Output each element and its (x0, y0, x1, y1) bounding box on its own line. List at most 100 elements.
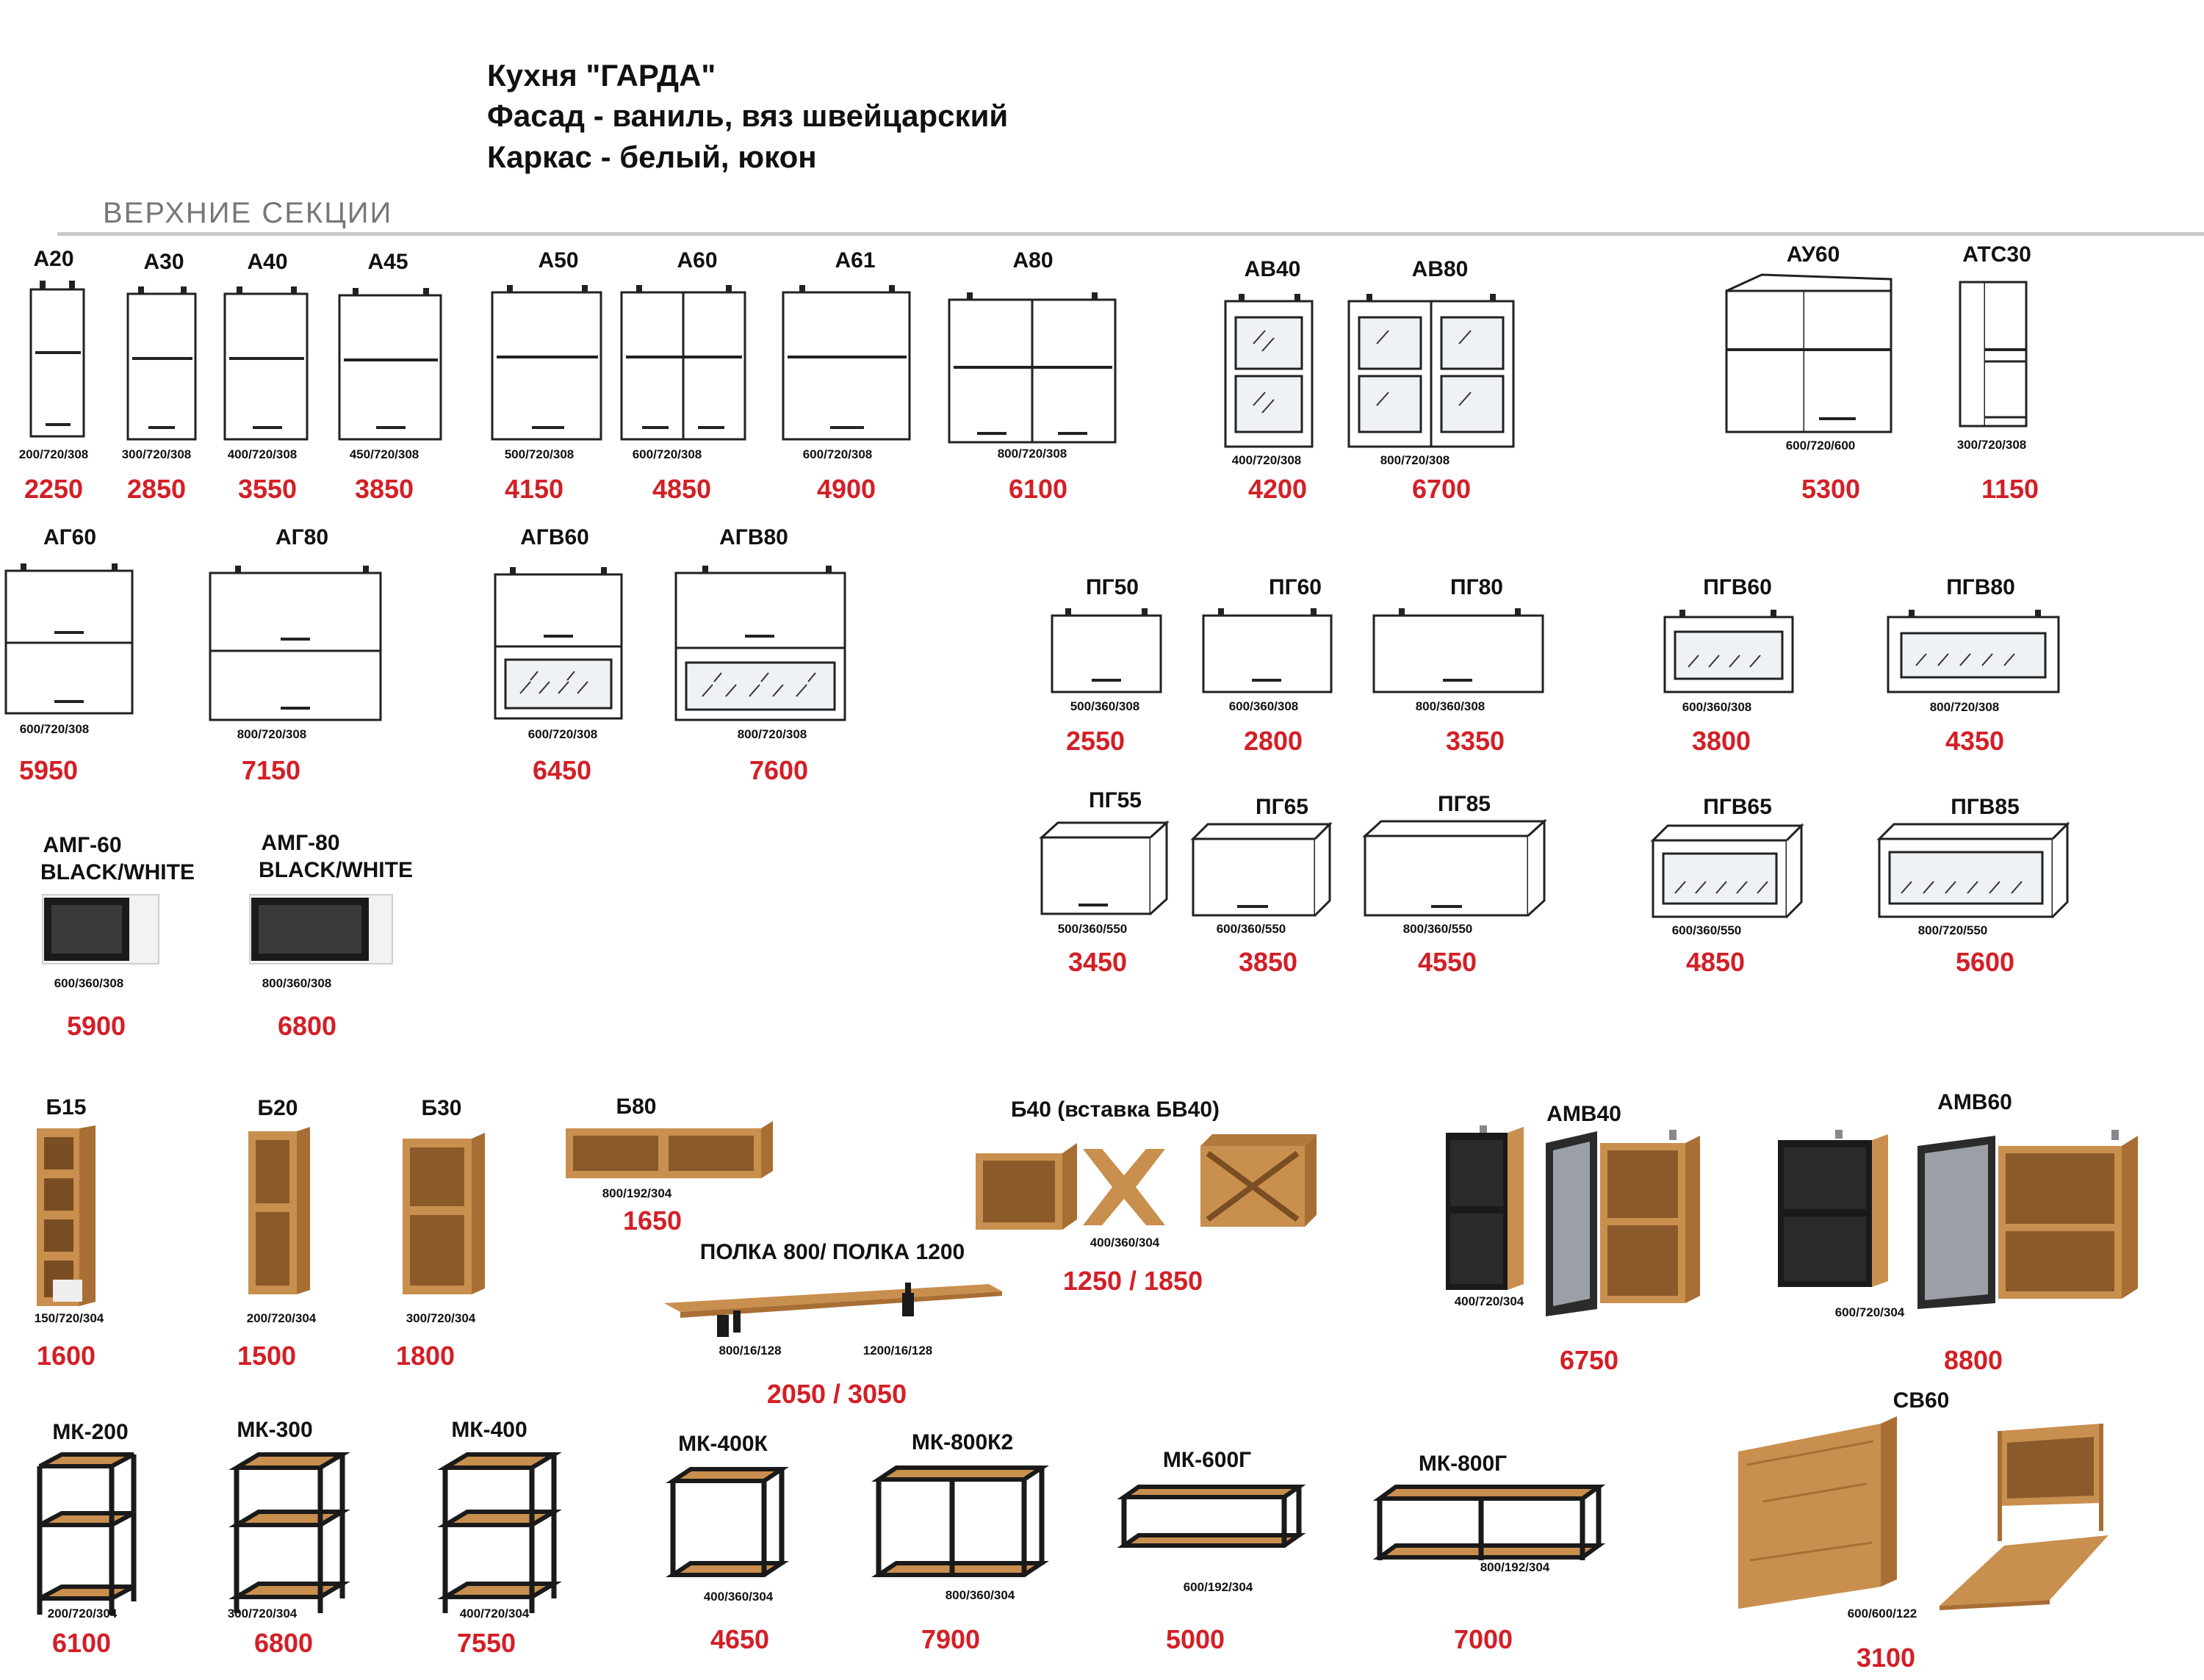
item-name: АВ40 (1244, 257, 1301, 281)
item-price: 5300 (1801, 474, 1861, 504)
item-price: 5950 (18, 755, 79, 785)
item-dims: 400/720/304 (459, 1607, 530, 1620)
item-price: 3800 (1691, 726, 1751, 756)
item-price: 3850 (1238, 947, 1298, 977)
item-name: ПГВ65 (1703, 795, 1772, 819)
item-dims: 800/720/308 (1380, 453, 1450, 467)
cabinet-ag80-drawing (209, 566, 382, 721)
item-dims: 600/360/308 (1682, 700, 1752, 714)
shelf-b80-drawing (566, 1121, 773, 1178)
cabinet-a60-drawing (620, 285, 746, 441)
item-price: 3100 (1856, 1643, 1916, 1673)
item-price: 6700 (1411, 474, 1472, 504)
item-price: 1500 (237, 1341, 297, 1371)
item-dims: 400/720/304 (1454, 1294, 1524, 1308)
item-name: АГ80 (275, 525, 329, 549)
item-price: 4350 (1945, 726, 2005, 756)
item-name: АГВ60 (520, 525, 589, 549)
item-price: 4200 (1247, 474, 1308, 504)
item-name: ПГВ85 (1951, 795, 2020, 819)
item-name: МК-200 (52, 1420, 129, 1444)
item-name: ПГ60 (1269, 575, 1322, 599)
item-name: А45 (367, 250, 408, 274)
cabinet-pg85-drawing (1362, 818, 1547, 917)
frame-mk200-drawing (37, 1452, 137, 1615)
item-dims: 800/720/550 (1917, 923, 1988, 937)
item-price: 1150 (1981, 474, 2039, 504)
item-price: 4850 (652, 474, 712, 504)
item-dims: 800/720/308 (237, 727, 307, 741)
item-price: 7150 (241, 755, 301, 785)
item-dims: 800/720/308 (997, 447, 1067, 461)
item-name: АМВ40 (1546, 1102, 1621, 1126)
item-dims-secondary: 1200/16/128 (862, 1344, 933, 1358)
item-dims: 600/360/308 (54, 976, 124, 990)
item-dims: 800/360/308 (262, 976, 332, 990)
item-name: ПГВ80 (1946, 575, 2015, 599)
cabinet-pgv60-drawing (1663, 610, 1794, 693)
item-price: 2050 / 3050 (766, 1379, 907, 1409)
item-price: 3550 (237, 474, 298, 504)
shelf-b15-drawing (37, 1125, 96, 1306)
item-dims: 300/720/304 (227, 1607, 298, 1620)
item-price: 4850 (1685, 947, 1746, 977)
item-name: Б30 (421, 1096, 462, 1120)
item-name: Б80 (616, 1095, 657, 1119)
item-price: 7000 (1453, 1624, 1513, 1654)
shelf-b20-drawing (248, 1127, 310, 1294)
cabinet-pgv65-drawing (1650, 823, 1804, 918)
cabinet-pg80-drawing (1372, 608, 1544, 693)
item-dims: 800/720/308 (737, 727, 807, 741)
item-name: ПГ85 (1438, 792, 1491, 816)
item-dims: 400/720/308 (1231, 453, 1302, 467)
item-dims: 600/360/550 (1671, 923, 1742, 937)
cabinet-pg65-drawing (1190, 821, 1333, 917)
item-name: АГВ80 (719, 525, 788, 549)
item-dims: 500/360/308 (1070, 699, 1140, 713)
item-name: МК-400К (678, 1432, 768, 1456)
item-price: 1800 (395, 1341, 455, 1371)
shelf-polka-drawing (664, 1283, 1002, 1337)
header-line-2: Фасад - ваниль, вяз швейцарский (487, 98, 1009, 133)
item-dims: 800/360/304 (945, 1588, 1015, 1602)
cabinet-agv80-drawing (674, 566, 846, 721)
item-name: ПГВ60 (1703, 575, 1772, 599)
item-name: АТС30 (1962, 242, 2031, 267)
item-name: МК-400 (451, 1418, 527, 1442)
item-dims: 300/720/308 (1956, 438, 2027, 452)
item-name: ПОЛКА 800/ ПОЛКА 1200 (699, 1240, 965, 1264)
item-dims: 400/720/308 (227, 447, 298, 461)
item-name-secondary: BLACK/WHITE (259, 858, 413, 882)
cabinet-au60-drawing (1725, 273, 1893, 433)
cabinet-pg60-drawing (1202, 608, 1333, 693)
section-divider (57, 232, 2204, 236)
item-dims: 600/720/304 (1834, 1305, 1905, 1319)
item-price: 4150 (504, 474, 564, 504)
item-dims: 800/192/304 (1480, 1560, 1550, 1574)
cabinet-a61-drawing (782, 285, 911, 441)
item-name: А40 (247, 250, 288, 274)
item-name: А80 (1012, 248, 1054, 273)
item-price: 6750 (1559, 1345, 1619, 1375)
cabinet-av80-drawing (1347, 294, 1515, 448)
frame-mk800k2-drawing (871, 1466, 1049, 1577)
item-dims: 200/720/308 (18, 447, 89, 461)
item-dims: 400/360/304 (1090, 1236, 1160, 1250)
item-dims: 800/192/304 (602, 1186, 672, 1200)
item-price: 1600 (36, 1341, 96, 1371)
cabinet-amv60-drawing (1778, 1130, 2138, 1309)
item-price: 5900 (66, 1011, 126, 1041)
item-dims: 600/360/550 (1216, 922, 1286, 936)
item-dims: 300/720/304 (406, 1311, 476, 1325)
cabinet-sv60-drawing (1738, 1416, 2108, 1610)
cabinet-pgv85-drawing (1876, 821, 2070, 918)
item-dims: 300/720/308 (121, 447, 192, 461)
item-name: ПГ65 (1256, 795, 1308, 819)
item-name-secondary: BLACK/WHITE (40, 860, 195, 884)
item-name: А50 (538, 248, 579, 273)
item-name: АМВ60 (1937, 1090, 2012, 1114)
item-name: ПГ50 (1086, 575, 1139, 599)
cabinet-a50-drawing (491, 285, 602, 441)
item-name: МК-800Г (1418, 1452, 1508, 1476)
item-dims: 800/720/308 (1929, 700, 2000, 714)
